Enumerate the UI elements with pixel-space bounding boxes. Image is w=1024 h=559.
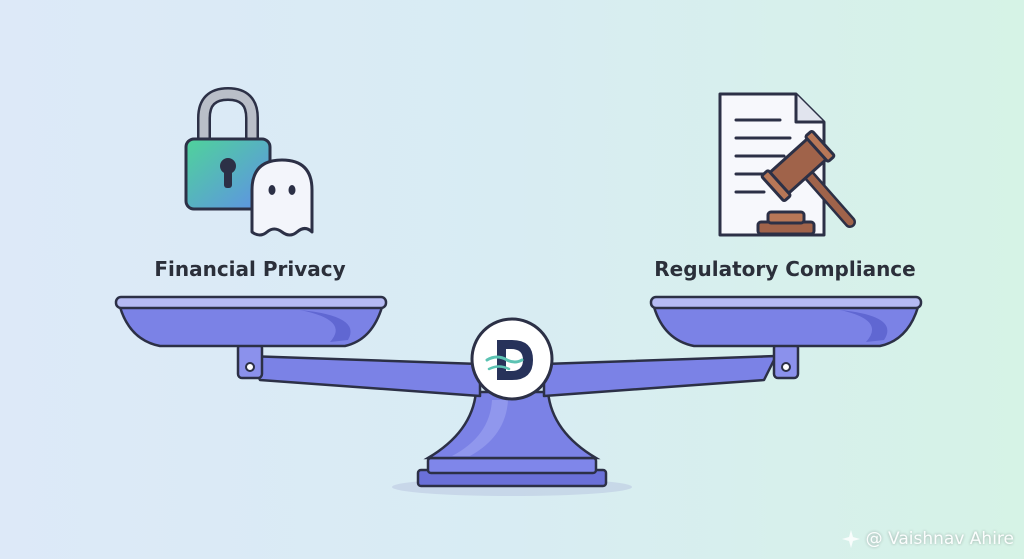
gavel-icon (756, 129, 856, 236)
right-pan (649, 295, 923, 348)
center-logo (470, 317, 554, 401)
scale-beam (236, 342, 800, 398)
padlock-icon (184, 86, 272, 211)
watermark-text: @ Vaishnav Ahire (865, 529, 1014, 549)
sparkle-icon (841, 530, 860, 548)
document-icon (718, 92, 826, 237)
scale-base (416, 390, 608, 488)
watermark: @ Vaishnav Ahire (841, 529, 1014, 549)
ghost-icon (250, 158, 314, 237)
left-pan (114, 295, 388, 348)
regulatory-compliance-label: Regulatory Compliance (654, 257, 916, 281)
financial-privacy-label: Financial Privacy (154, 257, 346, 281)
